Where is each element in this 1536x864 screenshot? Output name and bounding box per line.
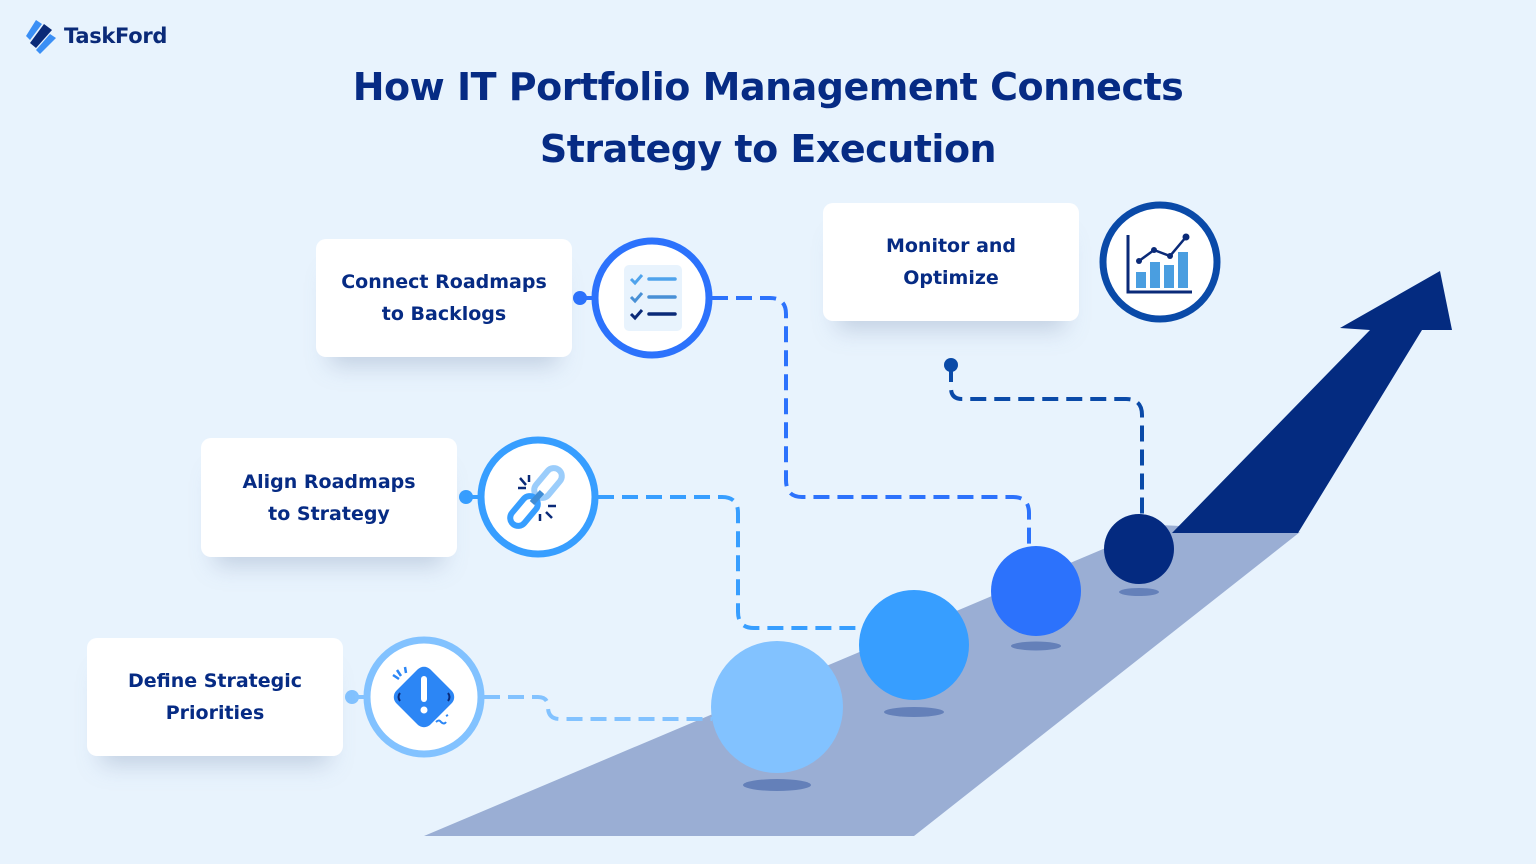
growth-arrow-icon <box>1172 271 1452 533</box>
chain-link-icon <box>477 436 599 558</box>
milestone-ball-1 <box>711 641 843 773</box>
bar-line-chart-icon <box>1099 201 1221 323</box>
page-title: How IT Portfolio Management Connects Str… <box>0 56 1536 180</box>
alert-diamond-icon <box>363 636 485 758</box>
brand-name: TaskFord <box>64 24 168 48</box>
step-3-label-line-2: to Backlogs <box>381 303 507 325</box>
step-1-label-line-1: Define Strategic <box>127 670 303 692</box>
step-4-label-line-1: Monitor and <box>885 235 1017 257</box>
connector-step-3 <box>712 296 1031 548</box>
taskford-logo-icon <box>26 20 56 54</box>
milestone-ball-4 <box>1104 514 1174 584</box>
connector-step-4 <box>949 366 1144 518</box>
title-line-2: Strategy to Execution <box>539 127 997 171</box>
step-card-define-strategic-priorities: Define Strategic Priorities <box>87 638 343 756</box>
title-line-1: How IT Portfolio Management Connects <box>352 65 1184 109</box>
step-2-label-line-1: Align Roadmaps <box>242 470 416 493</box>
milestone-ball-2 <box>859 590 969 700</box>
step-1-label-line-2: Priorities <box>165 702 265 724</box>
step-2-label-line-2: to Strategy <box>268 502 390 525</box>
connector-step-1 <box>484 695 712 721</box>
step-card-monitor-optimize: Monitor and Optimize <box>823 203 1079 321</box>
connector-step-2 <box>598 495 862 630</box>
road-path <box>424 525 1300 836</box>
connector-dot-step-4 <box>944 358 958 372</box>
taskford-logo: TaskFord <box>24 18 167 54</box>
step-3-label-line-1: Connect Roadmaps <box>341 271 547 293</box>
milestone-ball-3 <box>991 546 1081 636</box>
step-4-label-line-2: Optimize <box>903 267 999 289</box>
checklist-icon <box>591 237 713 359</box>
step-card-align-roadmaps: Align Roadmaps to Strategy <box>201 438 457 557</box>
step-card-connect-roadmaps: Connect Roadmaps to Backlogs <box>316 239 572 357</box>
